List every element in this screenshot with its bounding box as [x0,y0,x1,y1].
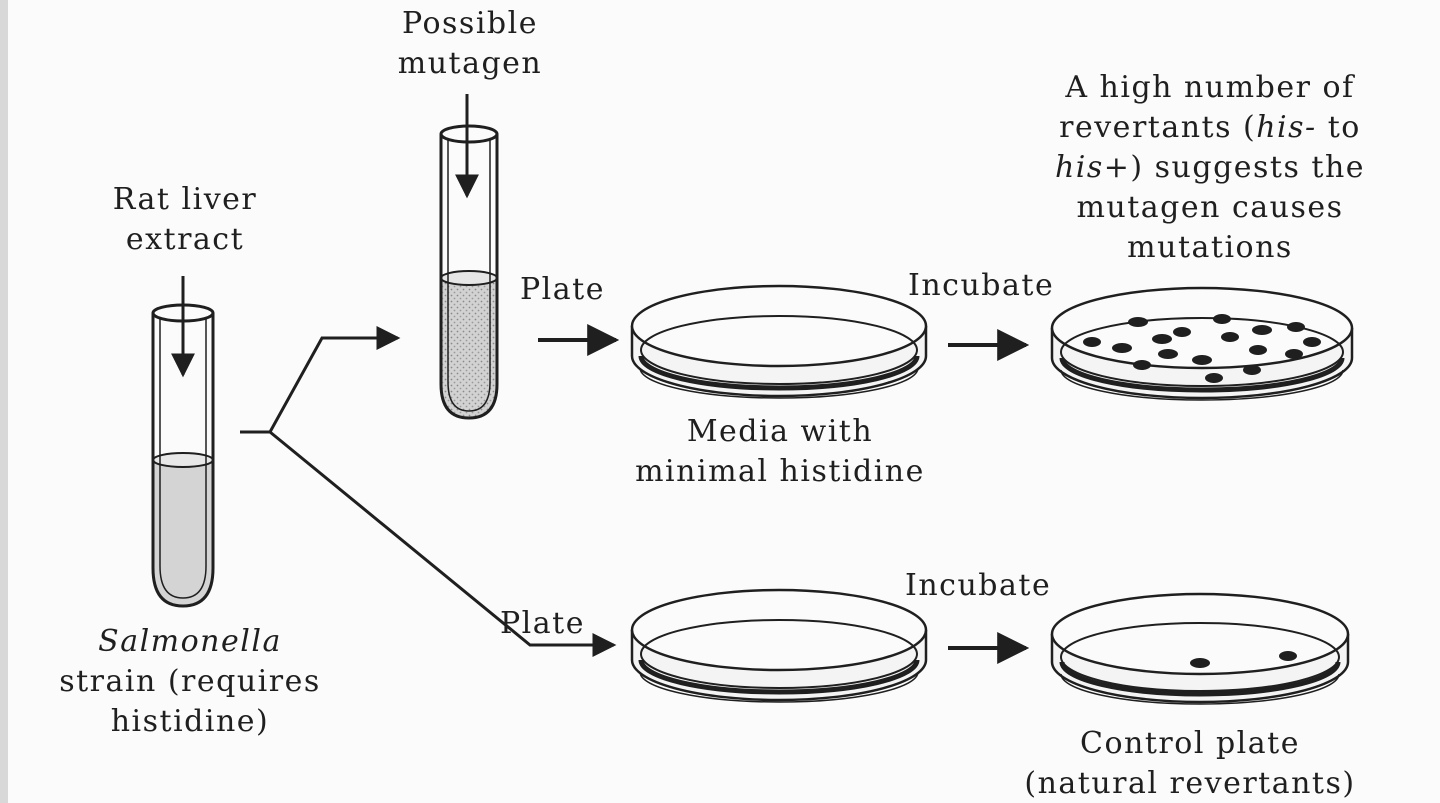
incubate-label-top: Incubate [908,268,1055,303]
rat-liver-label: Rat liver extract [112,182,258,257]
colonies-many [1083,314,1321,383]
salmonella-tube [151,303,215,608]
salmonella-label: Salmonella strain (requires histidine) [59,624,321,739]
control-plate-label: Control plate (natural revertants) [1024,726,1356,801]
branch-connector-bottom [269,430,617,657]
branch-connector-top [240,326,401,434]
media-label: Media with minimal histidine [635,414,925,489]
result-label: A high number of revertants (his- to his… [1054,70,1366,265]
plate-label-top: Plate [520,272,605,307]
left-edge-border [0,0,8,803]
control-result-plate [1050,592,1350,705]
possible-mutagen-label: Possible mutagen [397,6,543,81]
incubate-label-bottom: Incubate [905,568,1052,603]
plate-label-bottom: Plate [500,606,585,641]
control-start-plate [630,588,928,703]
colonies-few [1190,651,1297,668]
media-plate [630,284,928,399]
mutagen-tube [439,124,499,420]
